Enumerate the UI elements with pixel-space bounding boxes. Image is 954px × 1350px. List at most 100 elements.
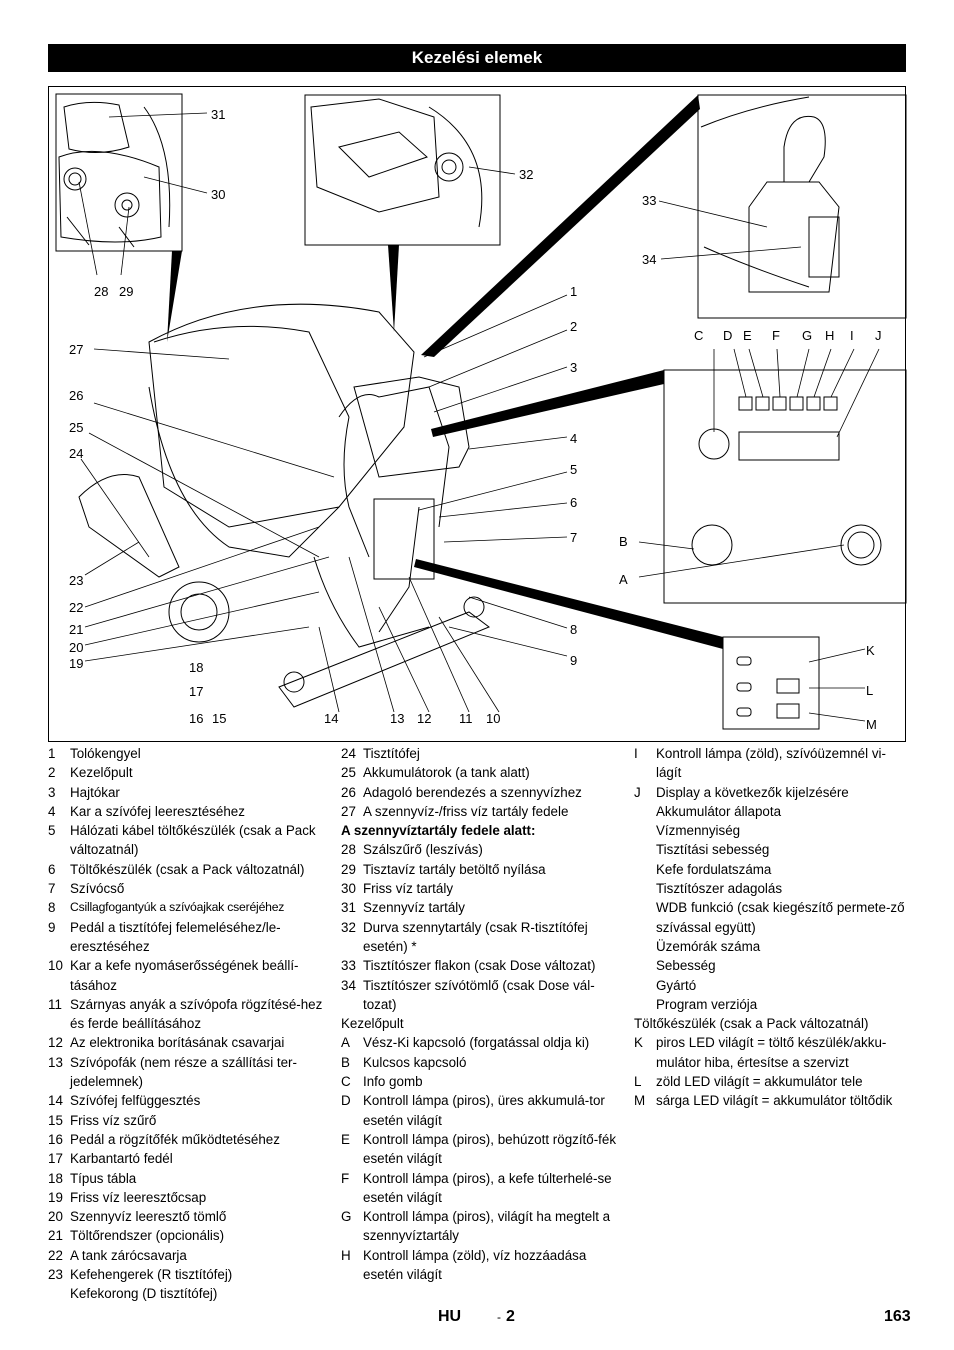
callout-J: J — [875, 328, 882, 343]
legend-item-text: Tisztítófej — [363, 746, 420, 761]
legend-item: 1 Tolókengyel — [48, 744, 326, 763]
legend-item-number: H — [341, 1247, 351, 1263]
legend-item: Üzemórák száma — [634, 937, 906, 956]
callout-C: C — [694, 328, 704, 343]
callout-17: 17 — [189, 684, 204, 699]
machine-body — [148, 303, 415, 528]
inset-dose-box — [697, 94, 907, 319]
callout-29: 29 — [119, 284, 134, 299]
page-title: Kezelési elemek — [48, 44, 906, 72]
callout-I: I — [850, 328, 854, 343]
legend-item-number: 28 — [341, 842, 356, 858]
legend-item-number: 7 — [48, 881, 56, 897]
callout-26: 26 — [69, 388, 84, 403]
legend-item-text: Szívócső — [70, 881, 125, 897]
callout-3: 3 — [570, 360, 578, 375]
legend-item-text: Kulcsos kapcsoló — [363, 1054, 467, 1070]
callout-28: 28 — [94, 284, 109, 299]
legend-item-text: Kontroll lámpa (zöld), szívóüzemnél vi-l… — [656, 746, 886, 781]
legend-item-text: A tank zárócsavarja — [70, 1247, 187, 1263]
callout-10: 10 — [486, 711, 501, 726]
legend-item-number: 19 — [48, 1189, 63, 1205]
legend-item-number: 13 — [48, 1054, 63, 1070]
legend-item: Kefe fordulatszáma — [634, 860, 906, 879]
legend-item-text: Kontroll lámpa (zöld), víz hozzáadása es… — [363, 1247, 587, 1283]
callout-L: L — [866, 683, 874, 698]
legend-item-number: 29 — [341, 861, 356, 877]
legend-item-text: Pedál a rögzítőfék működtetéséhez — [70, 1131, 280, 1147]
callout-7: 7 — [570, 530, 578, 545]
callout-31: 31 — [211, 107, 226, 122]
inset-tanks-box — [55, 93, 183, 252]
legend-item-text: Szívófej felfüggesztés — [70, 1093, 201, 1109]
legend-item-number: 31 — [341, 900, 356, 916]
callout-E: E — [743, 328, 752, 343]
legend-item-text: Szennyvíz leeresztő tömlő — [70, 1209, 227, 1225]
legend-subheading: Kezelőpult — [341, 1016, 404, 1032]
footer-separator: - — [497, 1310, 501, 1324]
legend-item-number: 1 — [48, 746, 56, 761]
callout-M: M — [866, 717, 877, 732]
callout-19: 19 — [69, 656, 84, 671]
callout-34: 34 — [642, 252, 657, 267]
callout-30: 30 — [211, 187, 226, 202]
legend-item-text: Kontroll lámpa (piros), behúzott rögzítő… — [363, 1131, 617, 1167]
legend-item-text: Töltőrendszer (opcionális) — [70, 1228, 225, 1244]
legend-item-number: 14 — [48, 1093, 63, 1109]
legend-item-number: 4 — [48, 803, 56, 819]
callout-32: 32 — [519, 167, 534, 182]
legend-item-number — [634, 995, 656, 1014]
legend-item-text: sárga LED világít = akkumulátor töltődik — [656, 1093, 893, 1109]
callout-15: 15 — [212, 711, 227, 726]
legend-item: 14 Szívófej felfüggesztés — [48, 1091, 326, 1110]
legend-item-text: Kefekorong (D tisztítófej) — [70, 1286, 218, 1302]
legend-item-text: Tisztítószer szívótömlő (csak Dose vál-t… — [363, 977, 595, 1012]
callout-16: 16 — [189, 711, 204, 726]
legend-item-text: WDB funkció (csak kiegészítő permete-ző … — [656, 900, 905, 935]
legend-item-number — [634, 802, 656, 821]
legend-item-text: A szennyvíz-/friss víz tartály fedele — [363, 803, 569, 819]
legend-item-number: 17 — [48, 1151, 63, 1167]
controls-diagram: 31 30 28 29 32 33 34 1 2 3 4 5 6 7 8 9 2… — [48, 86, 907, 742]
legend-item: Gyártó — [634, 976, 906, 995]
callout-13: 13 — [390, 711, 405, 726]
legend-item: WDB funkció (csak kiegészítő permete-ző … — [634, 898, 906, 937]
legend-item-number: 34 — [341, 977, 356, 993]
legend-heading: A szennyvíztartály fedele alatt: — [341, 823, 536, 839]
legend-item-text: Szárnyas anyák a szívópofa rögzítésé-hez… — [70, 996, 323, 1032]
legend-item-text: Vész-Ki kapcsoló (forgatással oldja ki) — [363, 1035, 590, 1051]
legend-item-text: Gyártó — [656, 977, 697, 993]
inset-debris-box — [304, 94, 501, 246]
callout-6: 6 — [570, 495, 578, 510]
legend-item-number: 15 — [48, 1112, 63, 1128]
legend-item-text: Tolókengyel — [70, 746, 141, 761]
legend-item-number: 25 — [341, 765, 356, 781]
legend-item-text: Adagoló berendezés a szennyvízhez — [363, 784, 582, 800]
legend-subheading: Töltőkészülék (csak a Pack változatnál) — [634, 1016, 869, 1032]
legend-item-number: 3 — [48, 784, 56, 800]
legend-item-text: Kontroll lámpa (piros), világít ha megte… — [363, 1209, 611, 1244]
callout-11: 11 — [459, 711, 473, 726]
